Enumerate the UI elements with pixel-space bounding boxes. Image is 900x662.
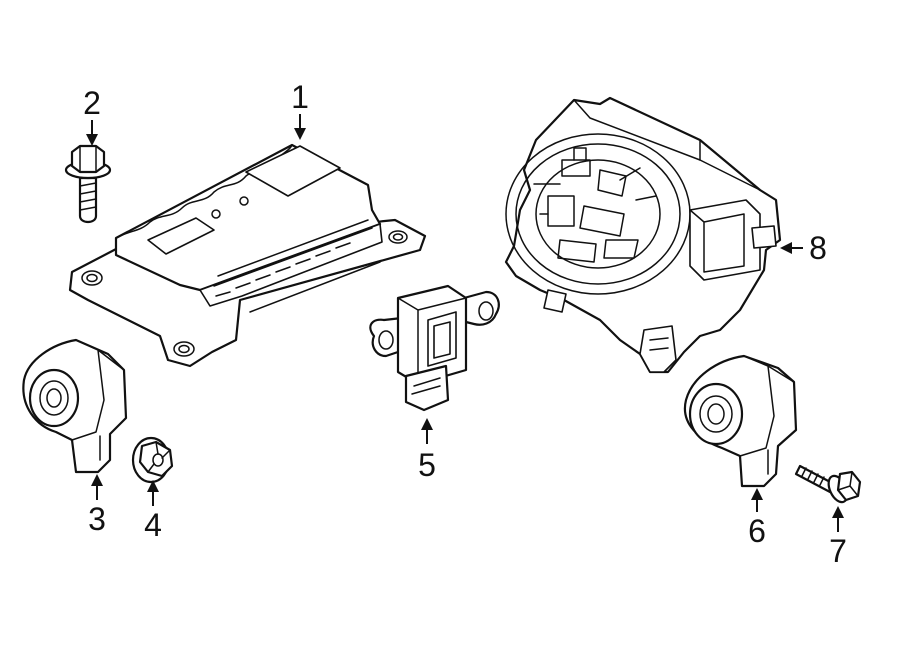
callout-5-label: 5 (418, 447, 436, 483)
callout-7-label: 7 (829, 533, 847, 569)
part-7-screw (794, 464, 862, 504)
leader-arrow (751, 488, 763, 500)
leader-arrow (780, 242, 792, 254)
leader-arrow (86, 134, 98, 146)
callout-7: 7 (829, 506, 847, 569)
part-1-control-module (68, 143, 427, 368)
part-4-nut (131, 436, 174, 484)
callout-1-label: 1 (291, 79, 309, 115)
callout-8-label: 8 (809, 230, 827, 266)
callout-2-label: 2 (83, 85, 101, 121)
part-6-impact-sensor (683, 354, 798, 488)
part-5-sensor (369, 284, 500, 412)
callout-2: 2 (83, 85, 101, 146)
leader-arrow (147, 480, 159, 492)
leader-arrow (294, 128, 306, 140)
part-8-clock-spring (504, 96, 782, 374)
part-3-impact-sensor (22, 338, 128, 474)
callout-4: 4 (144, 480, 162, 543)
callout-8: 8 (780, 230, 827, 266)
callout-4-label: 4 (144, 507, 162, 543)
callout-3: 3 (88, 474, 106, 537)
leader-arrow (832, 506, 844, 518)
leader-arrow (421, 418, 433, 430)
callout-6-label: 6 (748, 513, 766, 549)
callout-1: 1 (291, 79, 309, 140)
callout-3-label: 3 (88, 501, 106, 537)
callout-6: 6 (748, 488, 766, 549)
part-2-bolt (64, 144, 112, 224)
callout-5: 5 (418, 418, 436, 483)
leader-arrow (91, 474, 103, 486)
